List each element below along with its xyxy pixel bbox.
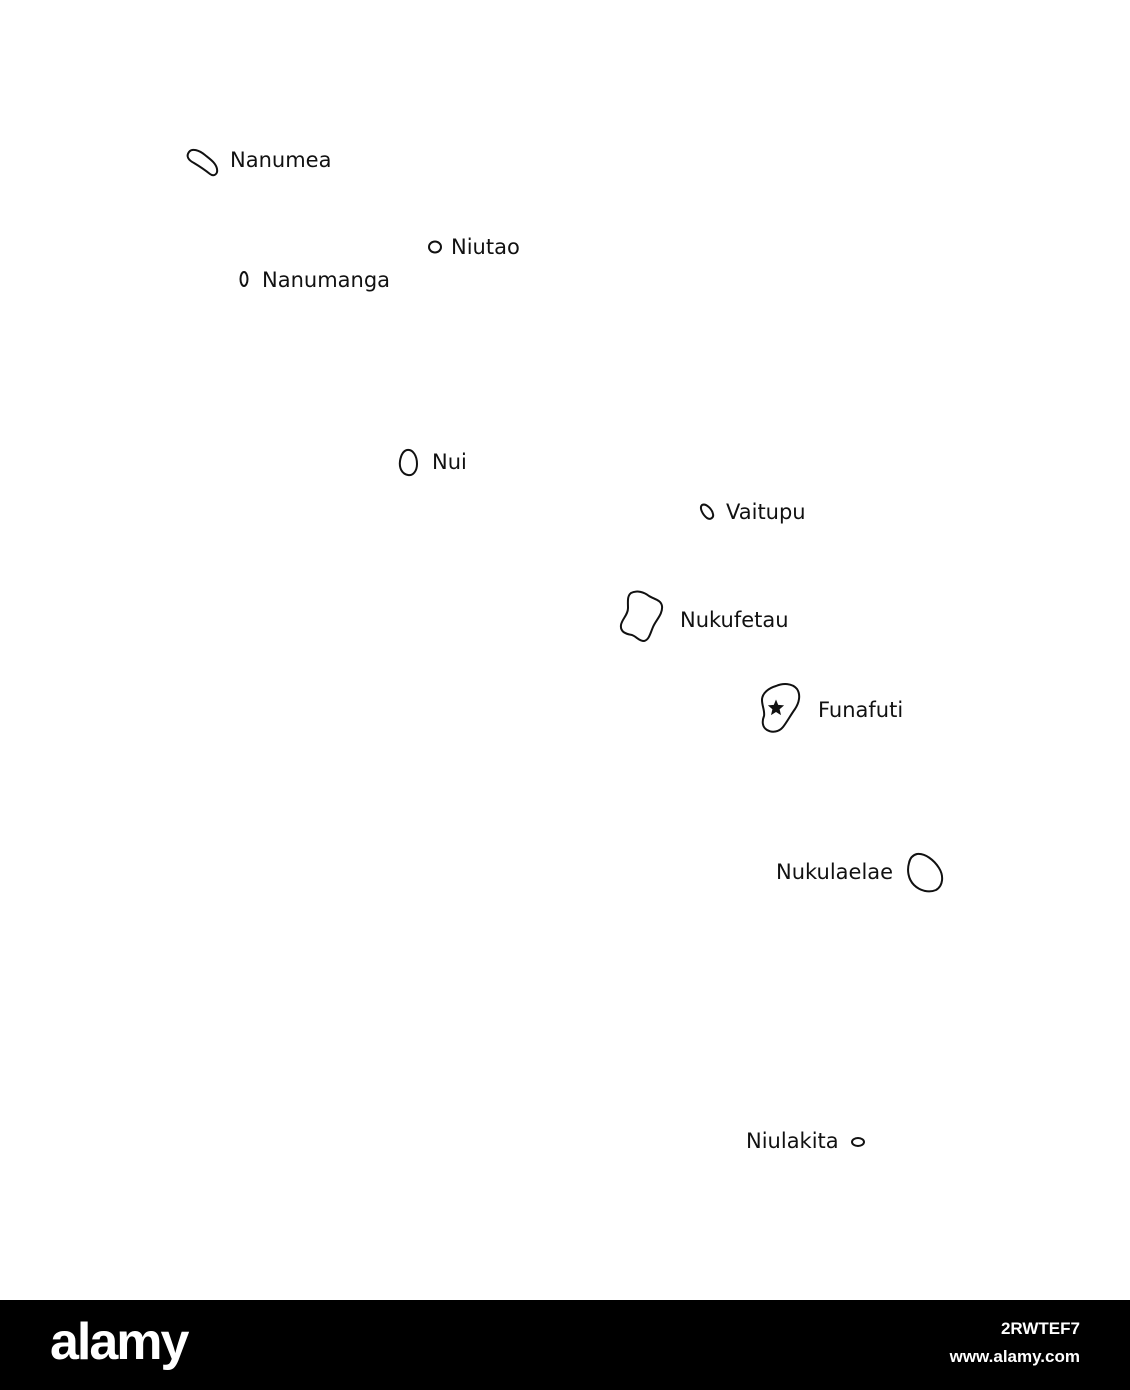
island-label-nukufetau: Nukufetau bbox=[680, 608, 789, 632]
star-icon bbox=[767, 699, 785, 716]
island-label-nui: Nui bbox=[432, 450, 467, 474]
island-nanumanga-outline bbox=[239, 271, 249, 287]
island-label-niulakita: Niulakita bbox=[746, 1129, 839, 1153]
island-niutao-outline bbox=[428, 240, 442, 254]
island-label-funafuti: Funafuti bbox=[818, 698, 904, 722]
island-vaitupu-outline bbox=[699, 503, 715, 520]
island-label-vaitupu: Vaitupu bbox=[726, 500, 806, 524]
island-nukufetau-outline bbox=[619, 590, 664, 642]
map-area: Nanumea Niutao Nanumanga Nui Vaitupu Nuk… bbox=[186, 148, 944, 1153]
island-nukulaelae-outline bbox=[907, 852, 944, 893]
watermark-footer: alamy 2RWTEF7 www.alamy.com bbox=[0, 1300, 1130, 1390]
island-label-nanumea: Nanumea bbox=[230, 148, 332, 172]
map-canvas bbox=[186, 148, 944, 1147]
island-label-nukulaelae: Nukulaelae bbox=[776, 860, 894, 884]
island-label-niutao: Niutao bbox=[451, 235, 520, 259]
island-label-nanumanga: Nanumanga bbox=[262, 268, 391, 292]
image-id-text: 2RWTEF7 bbox=[1000, 1319, 1080, 1338]
site-url-text: www.alamy.com bbox=[949, 1347, 1080, 1366]
island-nanumea-outline bbox=[186, 148, 219, 177]
brand-logo: alamy bbox=[50, 1313, 189, 1371]
island-funafuti-outline bbox=[761, 683, 801, 733]
island-niulakita-outline bbox=[851, 1137, 865, 1147]
island-nui-outline bbox=[398, 448, 418, 477]
